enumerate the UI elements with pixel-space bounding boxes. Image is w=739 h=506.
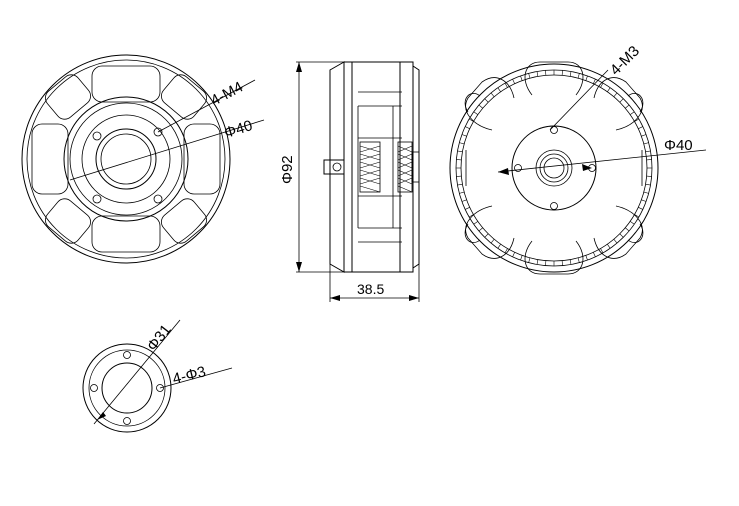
rim-tick xyxy=(641,134,647,137)
rim-tick xyxy=(536,71,539,77)
rim-tick xyxy=(569,71,572,77)
rim-tick xyxy=(607,244,611,249)
rim-tick xyxy=(528,257,531,263)
rear-spokes xyxy=(464,61,644,275)
rim-tick xyxy=(478,104,483,109)
rim-tick xyxy=(600,248,604,254)
rim-tick xyxy=(577,257,580,263)
rim-tick xyxy=(504,82,508,88)
front-thread-label: 4-M4 xyxy=(208,78,246,109)
rim-tick xyxy=(473,221,478,225)
front-diameter-label: Φ40 xyxy=(222,117,254,142)
rim-tick xyxy=(497,87,501,92)
rim-tick xyxy=(619,98,624,103)
rim-tick xyxy=(613,92,618,97)
rim-tick xyxy=(638,207,643,210)
rim-tick xyxy=(512,252,515,257)
rim-tick xyxy=(520,75,523,81)
rim-tick xyxy=(473,111,478,115)
side-profile-view: Φ92 38.5 xyxy=(279,61,420,302)
rim-tick xyxy=(520,255,523,261)
rim-tick xyxy=(630,221,635,225)
rim-tick xyxy=(600,82,604,88)
rim-tick xyxy=(459,191,465,194)
rim-tick xyxy=(465,207,470,210)
rim-tick xyxy=(625,104,630,109)
rim-tick xyxy=(478,227,483,232)
rim-tick xyxy=(490,92,495,97)
front-mount-slots xyxy=(31,65,221,253)
rim-tick xyxy=(497,244,501,249)
rim-tick xyxy=(490,239,495,244)
rim-tick xyxy=(641,199,647,202)
rim-tick xyxy=(468,118,474,122)
rim-tick xyxy=(645,183,651,186)
rim-tick xyxy=(484,233,489,238)
side-diameter-label: Φ92 xyxy=(279,155,296,184)
rim-tick xyxy=(528,73,531,79)
rim-tick xyxy=(457,183,463,186)
rim-tick xyxy=(504,248,508,254)
rim-tick xyxy=(585,255,588,261)
rim-tick xyxy=(619,233,624,238)
rim-tick xyxy=(585,75,588,81)
rim-tick xyxy=(457,150,463,153)
rim-tick xyxy=(536,259,539,265)
adapter-hole-label: 4-Φ3 xyxy=(171,363,208,388)
rim-tick xyxy=(461,134,467,137)
side-width-label: 38.5 xyxy=(357,281,384,297)
front-mount-view: 4-M4 Φ40 xyxy=(21,54,265,264)
rim-tick xyxy=(630,111,635,115)
rim-tick xyxy=(459,142,465,145)
rim-tick xyxy=(645,150,651,153)
rim-tick xyxy=(484,98,489,103)
rear-rim-ticks xyxy=(456,70,652,266)
rear-view: 4-M3 Φ40 xyxy=(449,43,707,275)
coil-hatch xyxy=(359,141,413,193)
rim-tick xyxy=(634,214,640,218)
prop-adapter-view: Φ31 4-Φ3 xyxy=(82,319,233,433)
rim-tick xyxy=(643,191,649,194)
rim-tick xyxy=(643,142,649,145)
rim-tick xyxy=(512,79,515,84)
rim-tick xyxy=(593,79,596,84)
rim-tick xyxy=(638,126,643,129)
rim-tick xyxy=(461,199,467,202)
rim-tick xyxy=(607,87,611,92)
rear-diameter-label: Φ40 xyxy=(664,137,693,154)
rim-tick xyxy=(634,118,640,122)
rim-tick xyxy=(593,252,596,257)
rim-tick xyxy=(465,126,470,129)
rim-tick xyxy=(613,239,618,244)
rear-thread-label: 4-M3 xyxy=(607,43,643,79)
rim-tick xyxy=(577,73,580,79)
rim-tick xyxy=(569,259,572,265)
rim-tick xyxy=(625,227,630,232)
rim-tick xyxy=(468,214,474,218)
